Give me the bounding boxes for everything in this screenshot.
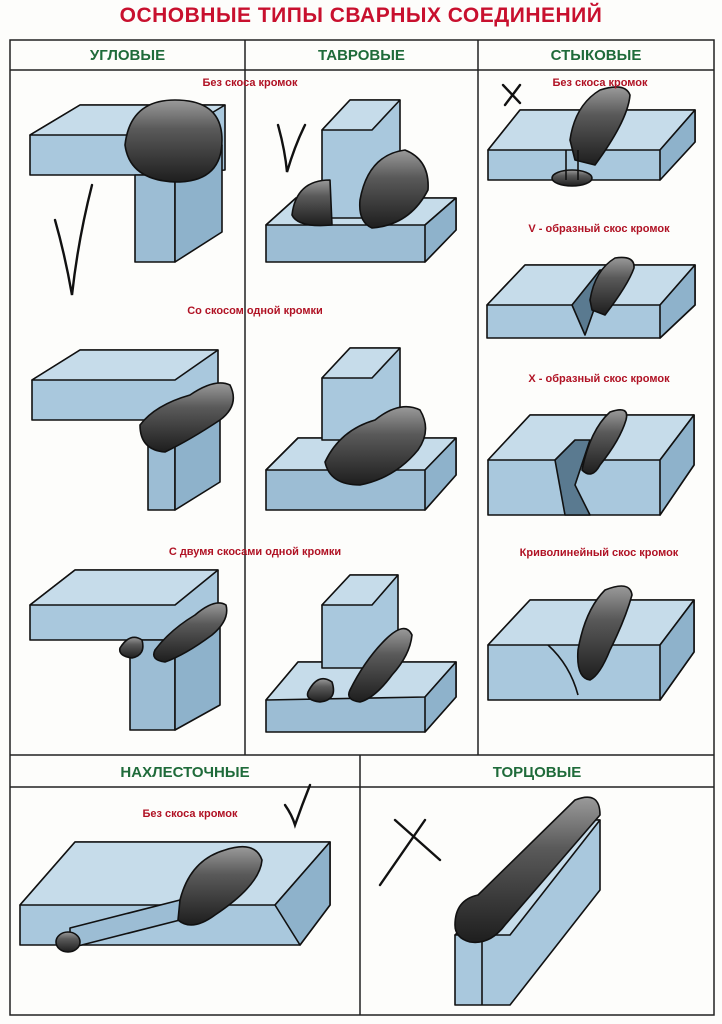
section-header-tee: ТАВРОВЫЕ: [318, 47, 405, 64]
caption-lap1: Без скоса кромок: [142, 808, 238, 820]
caption-row3: С двумя скосами одной кромки: [168, 546, 342, 558]
corner-joint-no-bevel: [29, 99, 226, 263]
caption-butt1: Без скоса кромок: [552, 77, 648, 89]
caption-butt4: Криволинейный скос кромок: [519, 547, 679, 559]
check-mark: [283, 783, 312, 829]
cross-mark: [501, 83, 522, 107]
tee-joint-double-bevel: [265, 574, 457, 733]
caption-butt2: V - образный скос кромок: [528, 223, 670, 235]
lap-joint-no-bevel: [19, 841, 331, 953]
cross-mark: [378, 818, 442, 887]
caption-butt3: X - образный скос кромок: [528, 373, 670, 385]
check-mark: [276, 123, 307, 173]
section-header-lap: НАХЛЕСТОЧНЫЕ: [120, 764, 250, 781]
butt-joint-no-bevel: [487, 86, 696, 187]
tee-joint-single-bevel: [265, 347, 457, 511]
caption-row2: Со скосом одной кромки: [187, 305, 323, 317]
section-header-edge: ТОРЦОВЫЕ: [492, 764, 582, 781]
handwritten-marks: [53, 83, 522, 887]
butt-joint-curved-bevel: [487, 585, 695, 701]
caption-row1: Без скоса кромок: [202, 77, 298, 89]
corner-joint-single-bevel: [31, 349, 235, 511]
tee-joint-no-bevel: [265, 99, 457, 263]
layout-frame: [9, 39, 715, 1016]
check-mark: [53, 183, 94, 296]
section-header-butt: СТЫКОВЫЕ: [550, 47, 642, 64]
butt-joint-x-bevel: [487, 409, 695, 516]
butt-joint-v-bevel: [486, 256, 696, 339]
section-header-corner: УГЛОВЫЕ: [89, 47, 166, 64]
edge-joint: [454, 796, 601, 1006]
poster-title: ОСНОВНЫЕ ТИПЫ СВАРНЫХ СОЕДИНЕНИЙ: [119, 4, 603, 27]
corner-joint-double-bevel: [29, 569, 228, 731]
